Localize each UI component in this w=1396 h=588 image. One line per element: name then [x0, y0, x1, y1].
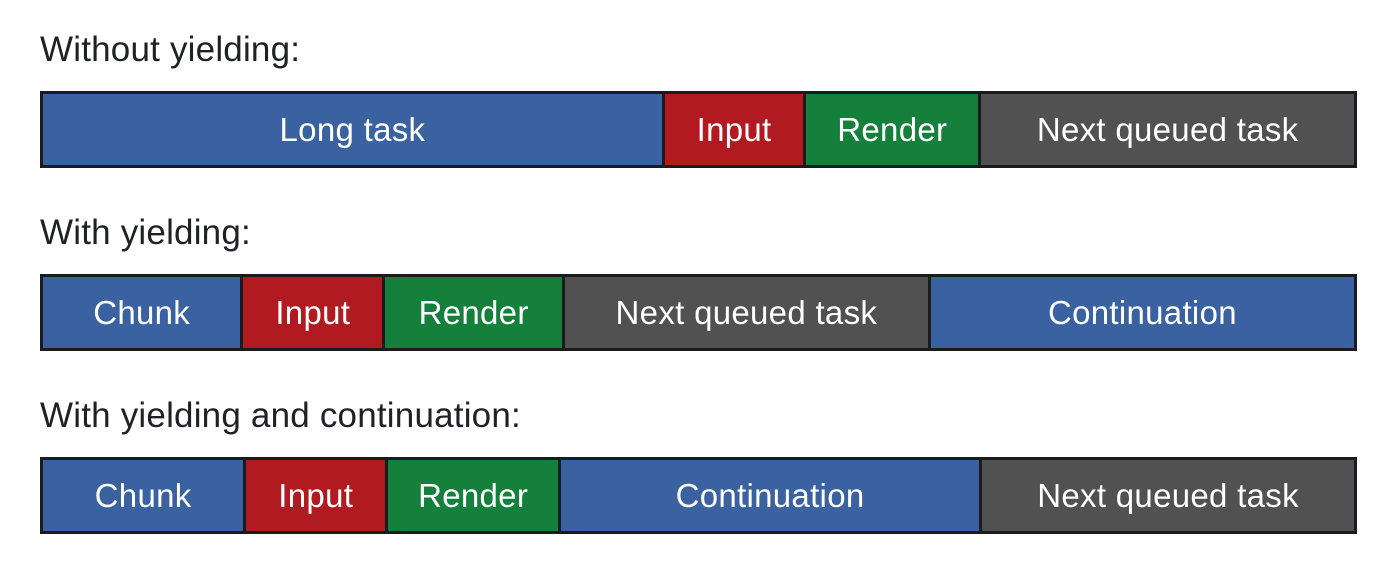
segment-render: Render: [806, 94, 979, 165]
section-heading: With yielding:: [40, 213, 251, 252]
segment-chunk: Chunk: [43, 460, 244, 531]
segment-next-queued-task: Next queued task: [564, 277, 928, 348]
segment-input: Input: [243, 277, 383, 348]
segment-next-queued-task: Next queued task: [981, 94, 1354, 165]
segment-next-queued-task: Next queued task: [982, 460, 1354, 531]
segment-input: Input: [246, 460, 386, 531]
section-heading: Without yielding:: [40, 30, 301, 69]
segment-continuation: Continuation: [930, 277, 1354, 348]
segment-render: Render: [385, 277, 562, 348]
segment-chunk: Chunk: [43, 277, 241, 348]
segment-long-task: Long task: [43, 94, 662, 165]
section-heading: With yielding and continuation:: [40, 396, 521, 435]
segment-render: Render: [388, 460, 558, 531]
segment-input: Input: [664, 94, 804, 165]
segment-continuation: Continuation: [560, 460, 980, 531]
